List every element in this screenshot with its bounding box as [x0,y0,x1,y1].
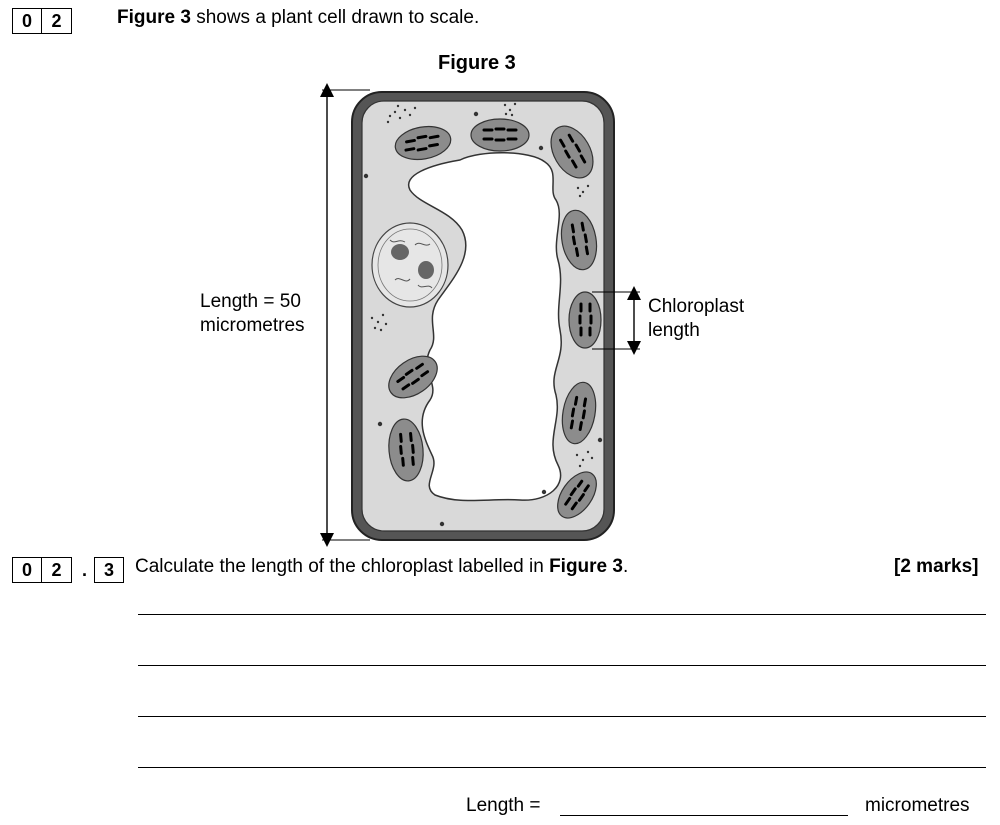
chloroplast [557,471,597,519]
chloroplast [561,381,597,445]
answer-line[interactable] [138,665,986,666]
subquestion-number-digit: 2 [42,557,72,583]
answer-line[interactable] [138,614,986,615]
chloroplast [394,125,452,161]
subquestion-part: 3 [94,557,124,583]
question-intro-text: shows a plant cell drawn to scale. [196,7,480,28]
subquestion-text: Calculate the length of the chloroplast … [135,556,628,578]
chloroplast-label-line1: Chloroplast [648,296,745,317]
chloroplast [470,118,530,152]
cell-length-label-line2: micrometres [200,315,305,336]
nucleus [371,222,449,308]
subquestion-text-end: . [622,556,629,577]
subquestion-figure-ref: Figure 3 [549,556,623,577]
answer-line[interactable] [138,767,986,768]
cell-length-label-line1: Length = 50 [200,291,301,312]
vacuole [407,152,562,502]
subquestion-number: 0 2 [12,557,72,583]
chloroplast-length-label: Chloroplast length [648,295,744,343]
length-answer-label: Length = [466,795,541,816]
question-number-digit: 2 [42,8,72,34]
subquestion-separator: . [82,560,88,580]
length-answer-unit: micrometres [865,795,970,816]
chloroplast [388,418,424,482]
chloroplast [550,125,594,179]
question-number-digit: 0 [12,8,42,34]
chloroplast-length-arrow [592,286,641,355]
chloroplast [560,209,598,271]
chloroplast [388,355,438,399]
subquestion-part-digit: 3 [94,557,124,583]
subquestion-text-main: Calculate the length of the chloroplast … [135,556,544,577]
question-intro: Figure 3 shows a plant cell drawn to sca… [117,7,479,29]
cell-length-label: Length = 50 micrometres [200,290,305,338]
cell-length-arrow [320,83,370,547]
cytoplasm-granules [363,102,603,527]
question-number: 0 2 [12,8,72,34]
length-answer-line[interactable] [560,815,848,816]
question-intro-figure-ref: Figure 3 [117,7,191,28]
answer-line[interactable] [138,716,986,717]
marks-label: [2 marks] [894,556,979,577]
chloroplast-label-line2: length [648,320,700,341]
chloroplast-labelled [568,291,602,349]
figure-title: Figure 3 [438,52,516,74]
subquestion-number-digit: 0 [12,557,42,583]
